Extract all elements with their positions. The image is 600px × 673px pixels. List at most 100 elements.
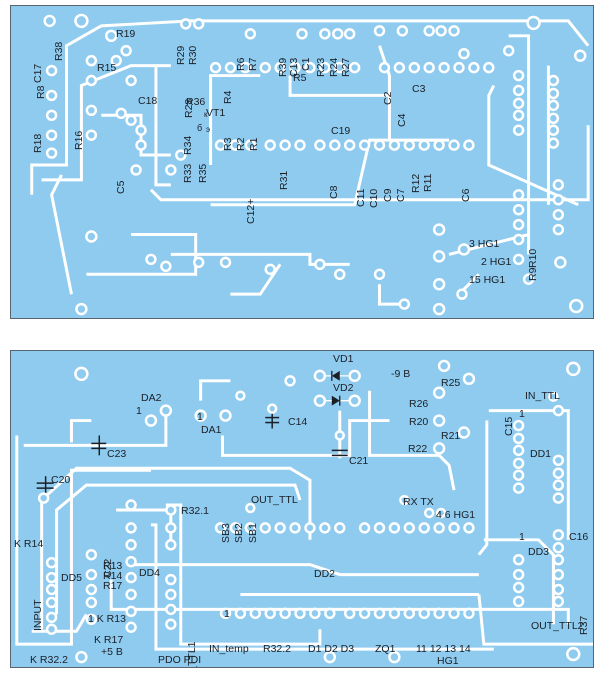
label-out-ttl1: OUT_TTL1 [186,641,198,668]
label-r30: R30 [187,45,199,65]
label-r18: R18 [32,133,44,153]
label-r34: R34 [182,135,194,155]
label-c11: C11 [355,188,367,207]
label-r6: R6 [235,57,247,71]
label-dd4: DD4 [139,567,161,579]
label-r14: R14 [103,570,123,582]
label-zq1: ZQ1 [375,643,396,655]
label-c17: C17 [32,63,44,83]
label-r29: R29 [175,45,187,65]
label-in-ttl: IN_TTL [525,390,561,402]
label-d1-d2-d3: D1 D2 D3 [308,643,355,655]
label-3-hg1: 3 HG1 [469,238,500,250]
label-input: INPUT [32,599,44,632]
label-c3: C3 [412,83,426,95]
label-c22: C22 [102,558,114,578]
label-da2: DA2 [141,392,162,404]
label-k-r17: K R17 [94,634,124,646]
label-out-ttl2: OUT_TTL2 [531,620,584,632]
label-c4: C4 [396,113,408,127]
label-c9: C9 [382,188,394,202]
label-sb1: SB1 [247,523,259,543]
label-hg1: HG1 [437,655,459,667]
label-r10: R10 [527,248,539,268]
label-r12: R12 [410,173,422,193]
label-r24: R24 [328,57,340,77]
label-c23: C23 [107,448,127,460]
label-c20: C20 [51,474,71,486]
label-plus-5v: +5 B [101,646,123,658]
label-r35: R35 [197,163,209,183]
label-r36: R36 [186,96,206,108]
label-c18: C18 [138,95,158,107]
label-2-hg1: 2 HG1 [481,256,512,268]
top-traces [30,13,590,316]
label-r22: R22 [408,443,428,455]
label-r1: R1 [248,137,260,151]
bottom-pcb-layout: DA2 1 1 DA1 C14 C23 C20 VD1 -9 B VD2 R25… [10,350,594,668]
label-r26: R26 [409,398,429,410]
label-c16: C16 [569,531,589,543]
label-r15: R15 [97,62,117,74]
label-sb3: SB3 [220,523,232,543]
label-dd3: DD3 [528,546,550,558]
label-vt1-base: б [197,123,203,133]
label-r5: R5 [293,72,307,84]
label-dd2: DD2 [314,568,336,580]
label-r33: R33 [182,163,194,183]
label-r21: R21 [441,430,461,442]
label-r13: R13 [103,560,123,572]
label-c21: C21 [349,455,369,467]
label-da1-pin1: 1 [197,411,203,423]
label-minus-9v: -9 B [391,368,411,380]
label-r8: R8 [35,85,47,99]
label-vt1-collector: к [204,110,208,119]
label-15-hg1: 15 HG1 [469,274,506,286]
label-c2: C2 [382,91,394,105]
label-c19: C19 [331,125,351,137]
label-hg1-pins-11-14: 11 12 13 14 [416,643,471,655]
label-r23: R23 [315,57,327,77]
label-r2: R2 [235,137,247,151]
label-dd1-pin1: 1 [519,408,525,420]
label-c6: C6 [460,188,472,202]
label-k-r32-2: K R32.2 [30,654,68,666]
label-out-ttl: OUT_TTL [251,494,298,506]
label-vt1: VT1 [206,107,226,119]
label-r20: R20 [409,416,429,428]
label-r37: R37 [578,615,590,635]
label-in-temp: IN_temp [209,643,249,655]
label-c1: C1 [300,57,312,71]
label-r38: R38 [53,41,65,61]
label-c5: C5 [115,180,127,194]
label-r4: R4 [222,90,234,104]
label-r32-2: R32.2 [263,643,292,655]
label-c10: C10 [368,188,380,208]
label-r3: R3 [222,137,234,151]
label-r31: R31 [278,170,290,190]
label-da2-pin1: 1 [136,405,142,417]
label-dd2-pin1: 1 [224,608,230,620]
label-dd1: DD1 [530,448,552,460]
label-pdo-pdi: PDO PDI [158,654,202,666]
label-r7: R7 [247,57,259,71]
label-c8: C8 [328,185,340,199]
label-dd5: DD5 [61,572,83,584]
label-4-6-hg1: 4 6 HG1 [436,509,476,521]
label-vd1: VD1 [333,353,354,365]
label-r11: R11 [422,173,434,192]
bottom-traces [15,359,593,664]
label-dd3-pin1: 1 [519,531,525,543]
label-c7: C7 [395,188,407,202]
label-r39: R39 [277,57,289,77]
label-vd2: VD2 [333,382,354,394]
label-c15: C15 [503,416,515,436]
label-c12-plus: C12+ [245,198,257,224]
label-r16: R16 [73,130,85,150]
label-r32-1: R32.1 [181,505,210,517]
label-vt1-emitter: э [206,125,211,134]
label-1-k-r13: 1 K R13 [88,613,126,625]
label-k-r14: K R14 [14,538,44,550]
label-c14: C14 [288,416,308,428]
label-rx-tx: RX TX [403,496,434,508]
